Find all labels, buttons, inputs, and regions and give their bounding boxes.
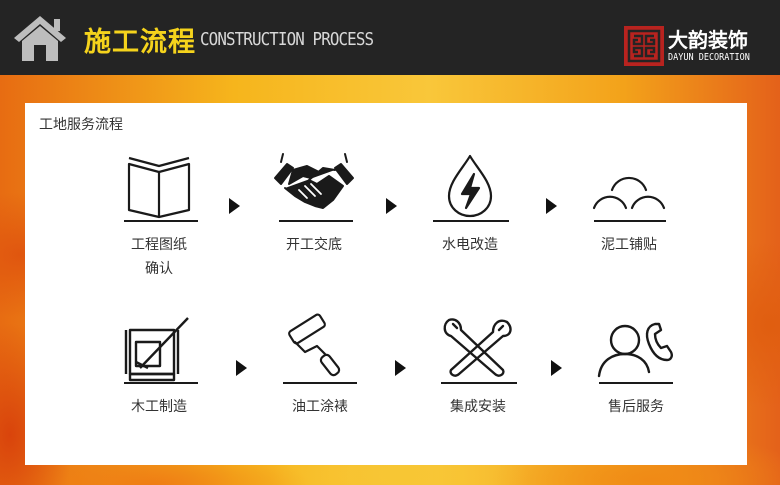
section-title: 工地服务流程 <box>39 117 123 133</box>
paint-roller-icon <box>288 313 341 377</box>
page-subtitle: CONSTRUCTION PROCESS <box>200 29 374 50</box>
header-bar: 施工流程 CONSTRUCTION PROCESS 大韵装饰 DAYUN DEC… <box>0 0 780 75</box>
step-label: 泥工铺贴 <box>601 237 657 253</box>
home-icon <box>14 16 66 61</box>
step-label: 油工涂裱 <box>292 399 348 415</box>
flow-arrow <box>386 198 397 214</box>
step-label: 水电改造 <box>442 237 498 253</box>
chinese-lattice-logo-icon <box>624 26 664 66</box>
flow-arrow <box>546 198 557 214</box>
wrench-tools-icon <box>443 318 512 377</box>
electric-drop-icon <box>447 154 493 218</box>
woodwork-clamp-icon <box>124 317 189 382</box>
customer-service-icon <box>597 322 673 378</box>
brand-name: 大韵装饰 <box>668 28 748 52</box>
flow-arrow <box>395 360 406 376</box>
page-title: 施工流程 <box>84 27 196 58</box>
step-label: 工程图纸 确认 <box>131 237 187 277</box>
tile-arches-icon <box>592 176 666 210</box>
flow-arrow <box>229 198 240 214</box>
step-label: 开工交底 <box>286 237 342 253</box>
flow-arrow <box>551 360 562 376</box>
handshake-icon <box>274 153 354 209</box>
step-label: 集成安装 <box>450 399 506 415</box>
flow-arrow <box>236 360 247 376</box>
step-label: 售后服务 <box>608 399 664 415</box>
open-book-icon <box>127 156 191 219</box>
step-label: 木工制造 <box>131 399 187 415</box>
brand-name-en: DAYUN DECORATION <box>668 52 750 63</box>
